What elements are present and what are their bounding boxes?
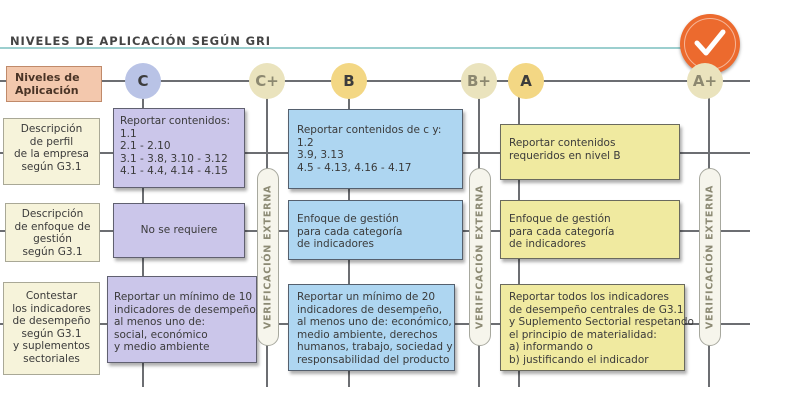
cell-text-line: humanos, trabajo, sociedad y — [297, 341, 453, 353]
row-label-line: Descripción — [20, 123, 83, 135]
level-a-perfil-box: Reportar contenidos requeridos en nivel … — [500, 124, 680, 180]
verification-pill-a: VERIFICACIÓN EXTERNA — [699, 168, 721, 346]
cell-text-line: 3.1 - 3.8, 3.10 - 3.12 — [120, 152, 228, 165]
cell-text-line: a) informando o — [509, 341, 593, 353]
header-niveles-box: Niveles de Aplicación — [6, 66, 102, 102]
cell-text-line: indicadores de desempeño, — [114, 303, 260, 316]
cell-text-line: 3.9, 3.13 — [297, 149, 344, 161]
cell-text-line: al menos uno de: — [114, 316, 205, 328]
cell-text-line: 1.1 — [120, 127, 137, 140]
cell-text-line: Enfoque de gestión — [509, 213, 611, 225]
header-label-line: Aplicación — [15, 84, 79, 97]
cell-text-line: Enfoque de gestión — [297, 213, 399, 225]
row-label-line: sectoriales — [23, 352, 80, 365]
level-b-enfoque-box: Enfoque de gestión para cada categoría d… — [288, 200, 463, 260]
row-label-line: de desempeño — [12, 315, 91, 327]
cell-text-line: social, económico — [114, 328, 208, 341]
cell-text-line: Reportar contenidos de c y: — [297, 124, 442, 136]
verification-label: VERIFICACIÓN EXTERNA — [262, 184, 274, 330]
level-c-perfil-box: Reportar contenidos: 1.1 2.1 - 2.10 3.1 … — [113, 108, 245, 188]
cell-text-line: Reportar un mínimo de 10 — [114, 291, 253, 303]
row-label-line: según G3.1 — [22, 245, 83, 258]
row-label-line: de la empresa — [14, 148, 89, 160]
cell-text-line: el principio de materialidad: — [509, 328, 657, 341]
level-a-circle: A — [508, 63, 544, 99]
row-label-line: según G3.1 — [21, 327, 82, 340]
verification-label: VERIFICACIÓN EXTERNA — [474, 184, 486, 330]
header-connector-line — [0, 80, 750, 82]
cell-text-line: 1.2 — [297, 136, 314, 149]
level-b-indicadores-box: Reportar un mínimo de 20 indicadores de … — [288, 284, 455, 371]
cell-text-line: requeridos en nivel B — [509, 149, 621, 162]
cell-text-line: Reportar contenidos — [509, 137, 616, 149]
page-title: NIVELES DE APLICACIÓN SEGÚN GRI — [10, 34, 271, 48]
cell-text-line: 2.1 - 2.10 — [120, 140, 171, 152]
cell-text-line: de desempeño centrales de G3.1 — [509, 303, 684, 316]
cell-text-line: Reportar todos los indicadores — [509, 291, 669, 303]
level-c-plus-circle: C+ — [249, 63, 285, 99]
cell-text-line: y Suplemento Sectorial respetando — [509, 316, 694, 328]
level-b-perfil-box: Reportar contenidos de c y: 1.2 3.9, 3.1… — [288, 109, 463, 189]
cell-text-line: 4.5 - 4.13, 4.16 - 4.17 — [297, 161, 412, 174]
checkmark-icon — [694, 29, 726, 56]
row-label-line: de enfoque de — [14, 220, 91, 233]
cell-text-line: Reportar un mínimo de 20 — [297, 291, 436, 303]
row-label-line: de perfil — [29, 135, 74, 148]
cell-text-line: para cada categoría — [509, 225, 615, 238]
row-label-line: Contestar — [25, 290, 78, 302]
level-c-enfoque-box: No se requiere — [113, 203, 245, 258]
cell-text-line: Reportar contenidos: — [120, 115, 230, 127]
level-a-indicadores-box: Reportar todos los indicadores de desemp… — [500, 284, 694, 371]
cell-text-line: y medio ambiente — [114, 341, 210, 353]
cell-text-line: b) justificando el indicador — [509, 353, 649, 366]
row-label-line: Descripción — [21, 208, 84, 220]
cell-text-line: medio ambiente, derechos — [297, 328, 438, 341]
cell-text-line: para cada categoría — [297, 225, 403, 238]
row-label-line: gestión — [33, 233, 72, 245]
header-label-line: Niveles de — [15, 71, 80, 84]
row-label-line: y suplementos — [12, 340, 91, 352]
cell-text-line: responsabilidad del producto — [297, 353, 450, 366]
level-a-enfoque-box: Enfoque de gestión para cada categoría d… — [500, 200, 680, 259]
cell-text-line: 4.1 - 4.4, 4.14 - 4.15 — [120, 165, 228, 177]
row-label-line: según G3.1 — [21, 160, 82, 173]
verification-pill-b: VERIFICACIÓN EXTERNA — [469, 168, 491, 346]
row-label-indicadores: Contestar los indicadores de desempeño s… — [3, 282, 100, 375]
title-underline — [0, 47, 690, 49]
row-label-enfoque: Descripción de enfoque de gestión según … — [5, 203, 100, 262]
level-c-circle: C — [125, 63, 161, 99]
level-a-plus-circle: A+ — [687, 63, 723, 99]
row-label-perfil: Descripción de perfil de la empresa segú… — [3, 118, 100, 185]
level-b-plus-circle: B+ — [461, 63, 497, 99]
row-label-line: los indicadores — [12, 302, 91, 315]
cell-text-line: al menos uno de: económico, — [297, 316, 452, 328]
cell-text-line: No se requiere — [140, 224, 218, 237]
verification-pill-c: VERIFICACIÓN EXTERNA — [257, 168, 279, 346]
cell-text-line: de indicadores — [297, 238, 374, 250]
cell-text-line: de indicadores — [509, 238, 586, 250]
level-c-indicadores-box: Reportar un mínimo de 10 indicadores de … — [107, 276, 260, 363]
level-b-circle: B — [331, 63, 367, 99]
cell-text-line: indicadores de desempeño, — [297, 303, 443, 316]
verification-label: VERIFICACIÓN EXTERNA — [704, 184, 716, 330]
